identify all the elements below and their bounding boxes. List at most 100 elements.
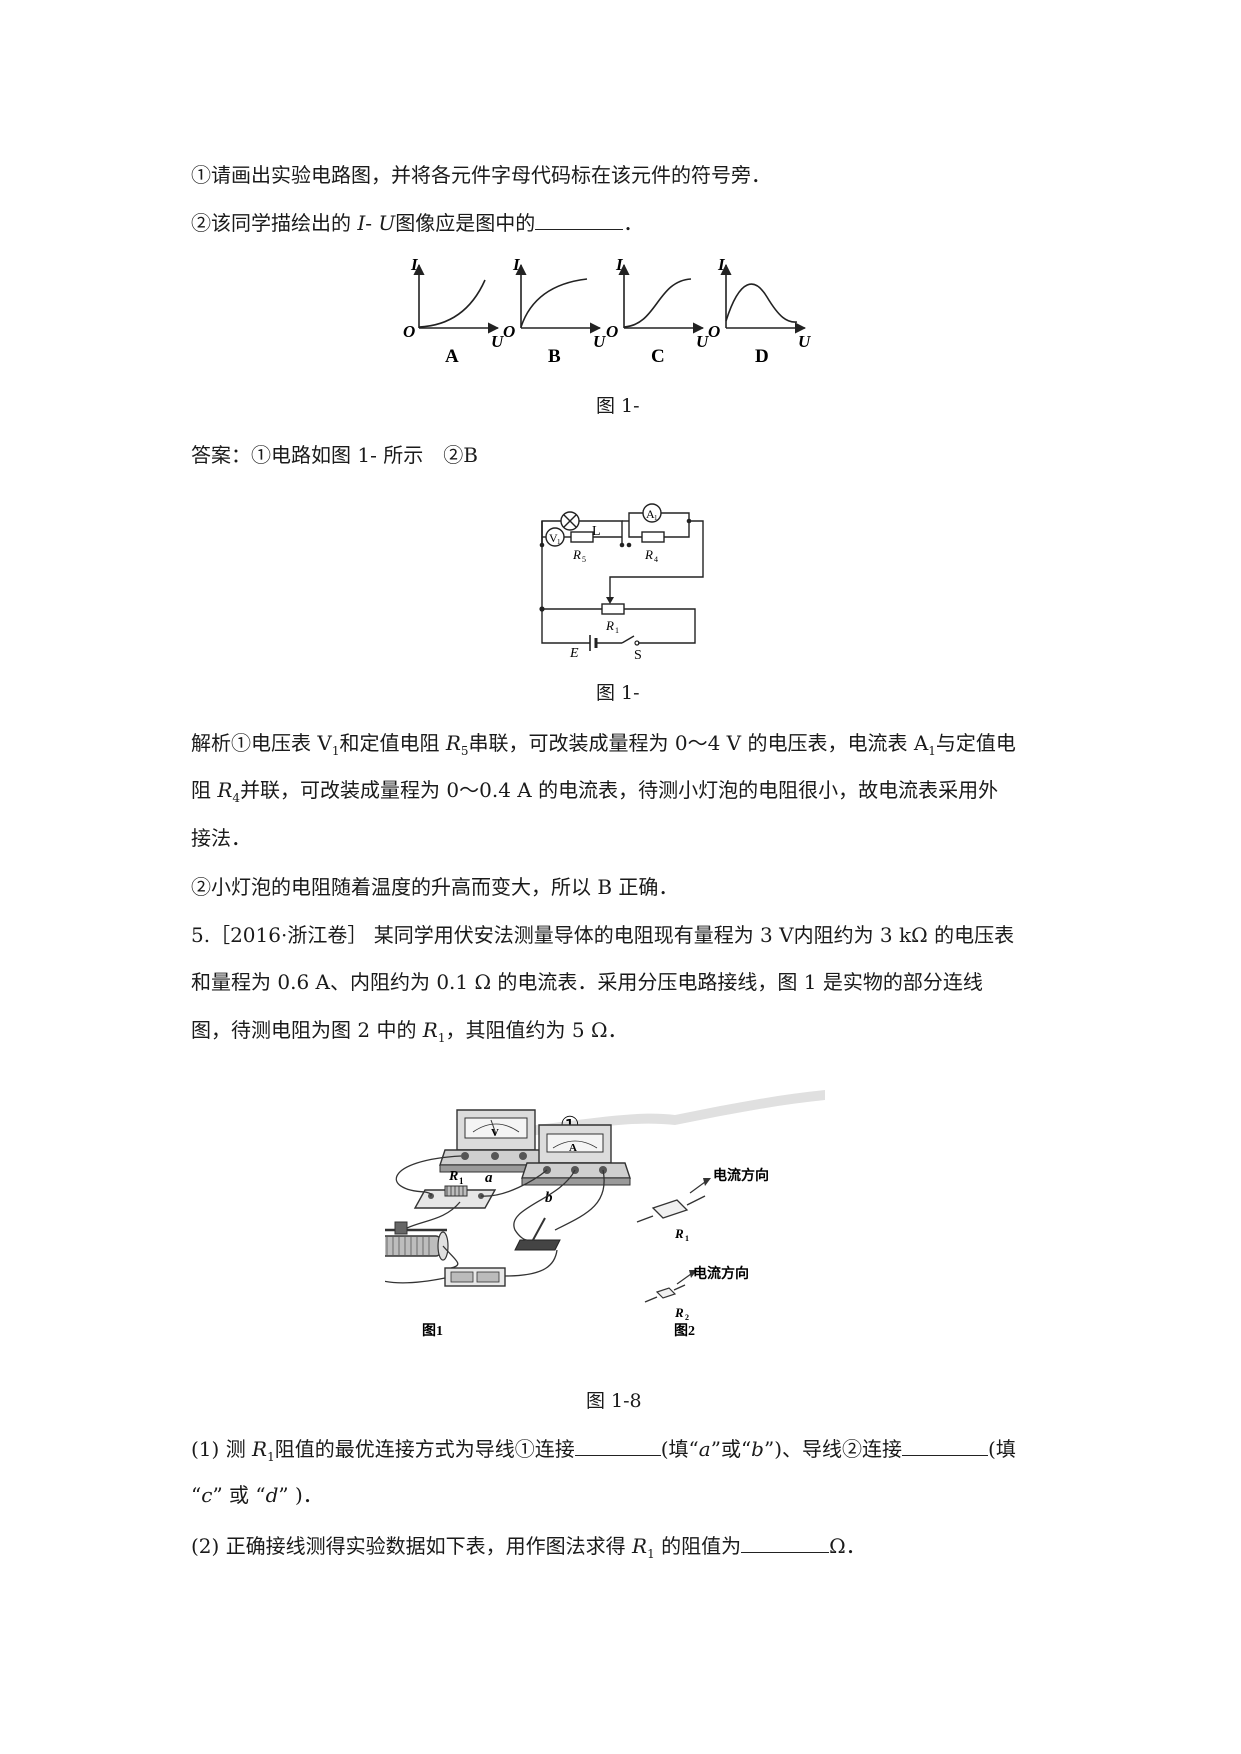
a2-text: 阻 — [191, 778, 218, 802]
graph-c[interactable]: I U O C — [606, 255, 709, 367]
rheostat[interactable] — [385, 1221, 449, 1261]
ammeter-sub: 1 — [654, 514, 658, 522]
a1-text-4: 与定值电 — [935, 731, 1016, 755]
ammeter-symbol[interactable]: A 1 — [642, 503, 662, 523]
answer-line: 答案：①电路如图 1- 所示 ②B — [191, 443, 478, 467]
lamp-symbol[interactable] — [560, 511, 580, 531]
graph-c-label: C — [651, 346, 665, 367]
current-direction-1: 电流方向 — [713, 1167, 769, 1184]
resistor-r1-fig2[interactable] — [636, 1178, 711, 1223]
graph-b-axis-u: U — [593, 332, 606, 351]
question-part-2: ②该同学描绘出的 I- U图像应是图中的 ． — [191, 208, 643, 238]
r5-label: R — [572, 547, 581, 562]
current-direction-2: 电流方向 — [693, 1265, 749, 1282]
p1-text-3: (填“ — [660, 1437, 699, 1461]
figure-caption-1: 图 1- — [596, 395, 640, 417]
r5-sub: 5 — [582, 555, 586, 564]
a1-text-3: 串联，可改装成量程为 0～4 V 的电压表，电流表 A — [468, 731, 929, 755]
q5-line-2: 和量程为 0.6 A、内阻约为 0.1 Ω 的电流表．采用分压电路接线，图 1 … — [191, 970, 983, 994]
p1-q3: ” )． — [278, 1483, 323, 1507]
p1-text-5: ”)、导线②连接 — [763, 1437, 903, 1461]
res2-sub: 2 — [685, 1313, 689, 1322]
analysis-line-3: 接法． — [191, 826, 251, 850]
battery-label: E — [569, 646, 579, 660]
fig2-photo-label: 图2 — [674, 1323, 695, 1339]
q2-end: ． — [623, 211, 644, 235]
p2-r: R — [632, 1534, 648, 1558]
p1-text-6: (填 — [988, 1437, 1016, 1461]
a1-sub-v: 1 — [331, 744, 340, 758]
voltmeter-device[interactable]: V — [439, 1109, 551, 1173]
a2-r: R — [217, 778, 233, 802]
answer-blank[interactable] — [535, 209, 624, 230]
graph-a-axis-i: I — [410, 255, 419, 274]
iu-graphs: I U O A I U O B I U O C I U O D — [403, 255, 811, 367]
part-1-line-1: (1) 测 R1阻值的最优连接方式为导线①连接(填“a”或“b”)、导线②连接(… — [191, 1434, 1016, 1472]
a1-sub-r: 5 — [460, 744, 469, 758]
switch-label: S — [634, 648, 642, 660]
p1-d: d — [265, 1483, 279, 1507]
p1-b: b — [751, 1437, 764, 1461]
graph-d-label: D — [755, 346, 769, 367]
p2-sub: 1 — [647, 1547, 655, 1561]
fig1-photo-label: 图1 — [422, 1323, 443, 1339]
battery-box[interactable] — [444, 1267, 506, 1287]
graph-b-axis-i: I — [512, 255, 521, 274]
graph-d[interactable]: I U O D — [708, 255, 811, 367]
part-1-line-2: “c” 或 “d” )． — [191, 1480, 323, 1510]
graph-a-origin: O — [403, 322, 415, 341]
resistor-r2-fig2[interactable] — [644, 1270, 697, 1303]
question-part-1: ①请画出实验电路图，并将各元件字母代码标在该元件的符号旁． — [191, 163, 771, 187]
voltmeter-sub: 1 — [557, 538, 561, 546]
a2-text-2: 并联，可改装成量程为 0～0.4 A 的电流表，待测小灯泡的电阻很小，故电流表采… — [240, 778, 999, 802]
res1-sub: 1 — [685, 1234, 689, 1243]
analysis-line-2: 阻 R4并联，可改装成量程为 0～0.4 A 的电流表，待测小灯泡的电阻很小，故… — [191, 775, 998, 813]
q2-text-2: 图像应是图中的 — [395, 211, 536, 235]
resistor-board[interactable] — [413, 1185, 497, 1209]
a1-r: R — [445, 731, 461, 755]
graph-b[interactable]: I U O B — [503, 255, 606, 367]
blank-resistance[interactable] — [741, 1532, 830, 1553]
ammeter-device-label: A — [569, 1142, 577, 1154]
a1-text-2: 和定值电阻 — [339, 731, 446, 755]
graph-b-origin: O — [503, 322, 515, 341]
blank-wire-1[interactable] — [574, 1435, 661, 1456]
graph-d-axis-u: U — [798, 332, 811, 351]
q2-i: I — [357, 211, 366, 235]
graph-a[interactable]: I U O A — [403, 255, 504, 367]
q5-text: 图，待测电阻为图 2 中的 — [191, 1018, 423, 1042]
graph-c-axis-u: U — [696, 332, 709, 351]
graph-c-axis-i: I — [615, 255, 624, 274]
graph-b-label: B — [548, 346, 561, 367]
q2-u: U — [378, 211, 396, 235]
voltmeter-symbol[interactable]: V 1 — [545, 527, 565, 547]
blank-wire-2[interactable] — [902, 1435, 989, 1456]
p1-c: c — [201, 1483, 213, 1507]
res1-label: R — [674, 1226, 684, 1241]
p1-text: (1) 测 — [191, 1437, 253, 1461]
p1-q1: “ — [191, 1483, 202, 1507]
r1-photo-sub: 1 — [459, 1176, 464, 1186]
q5-r: R — [422, 1018, 438, 1042]
graph-d-axis-i: I — [717, 255, 726, 274]
graph-d-origin: O — [708, 322, 720, 341]
r4-label: R — [644, 547, 653, 562]
p2-text: (2) 正确接线测得实验数据如下表，用作图法求得 — [191, 1534, 633, 1558]
figure-caption-2: 图 1- — [596, 682, 640, 704]
terminal-b-label: b — [545, 1190, 553, 1206]
r1-label: R — [605, 618, 614, 633]
q5-line-3: 图，待测电阻为图 2 中的 R1，其阻值约为 5 Ω． — [191, 1015, 628, 1053]
p1-a: a — [698, 1437, 711, 1461]
q5-text-2: ，其阻值约为 5 Ω． — [445, 1018, 628, 1042]
q2-text: ②该同学描绘出的 — [191, 211, 358, 235]
r1-photo-label: R — [448, 1169, 458, 1184]
apparatus-figure: V ① A R 1 a b c d — [385, 1090, 825, 1339]
p1-text-4: ”或“ — [710, 1437, 752, 1461]
analysis-line-1: 解析①电压表 V1和定值电阻 R5串联，可改装成量程为 0～4 V 的电压表，电… — [191, 728, 1016, 766]
switch-device[interactable] — [514, 1217, 561, 1251]
graph-a-axis-u: U — [491, 332, 504, 351]
lamp-label: L — [592, 524, 601, 539]
r1-sub: 1 — [615, 626, 619, 635]
q2-dash: - — [365, 211, 379, 235]
